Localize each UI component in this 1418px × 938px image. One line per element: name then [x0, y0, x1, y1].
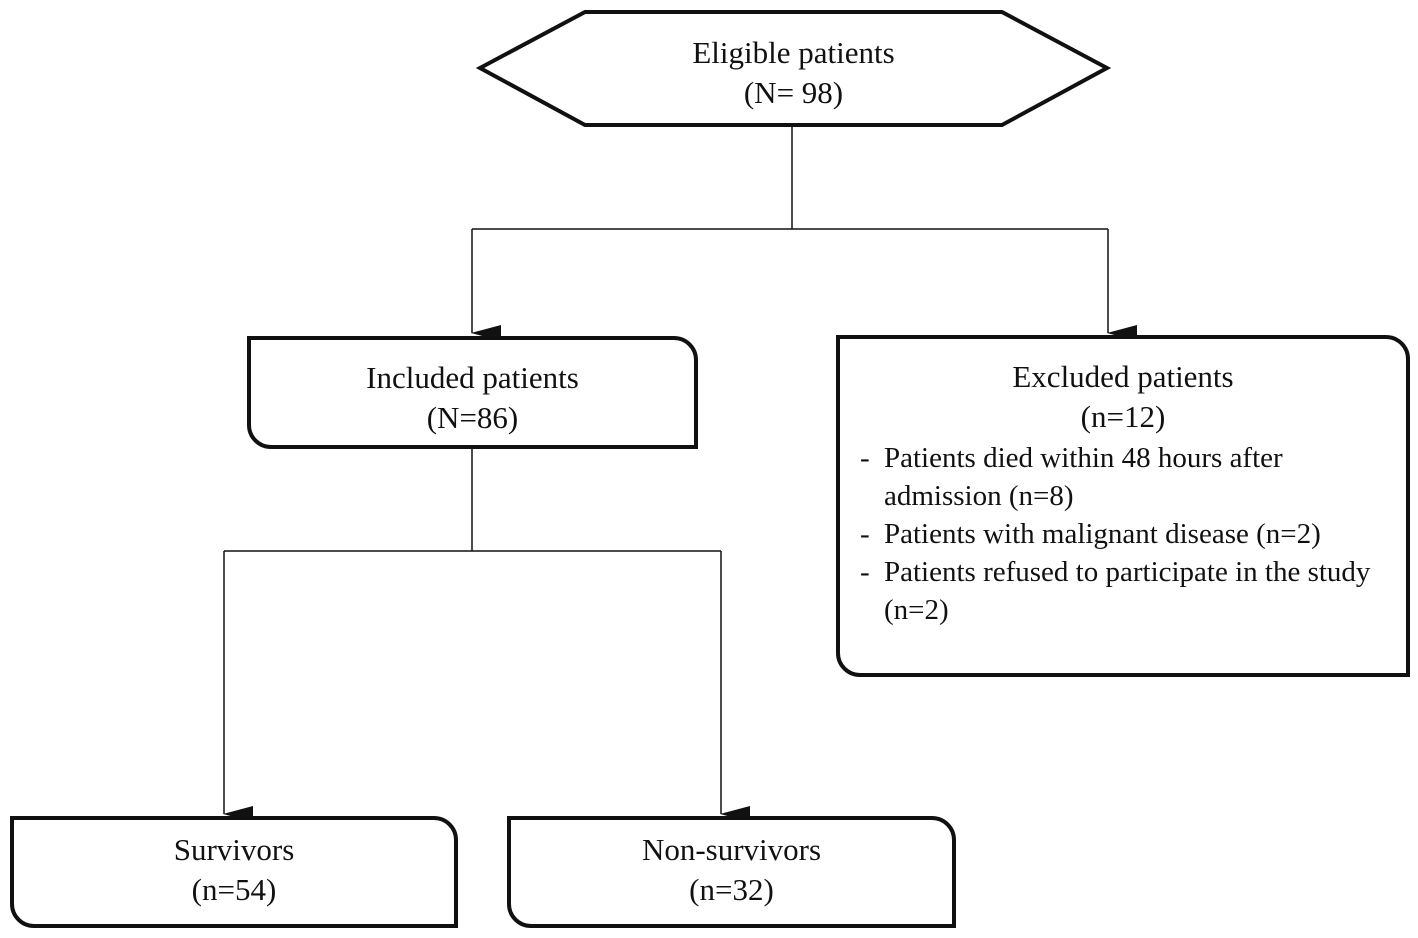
eligible-hexagon	[475, 10, 1112, 127]
included-box: Included patients (N=86)	[247, 336, 698, 449]
reason-bullet: -	[860, 442, 870, 474]
excluded-box: Excluded patients (n=12) - Patients died…	[836, 335, 1410, 677]
non-survivors-count: (n=32)	[689, 872, 774, 907]
eligible-node: Eligible patients (N= 98)	[585, 33, 1002, 118]
reason-bullet: -	[860, 518, 870, 550]
excluded-count: (n=12)	[1080, 399, 1166, 434]
survivors-title: Survivors	[173, 832, 295, 867]
reason-text: Patients with malignant disease (n=2)	[884, 518, 1321, 550]
reason-text: Patients died within 48 hours after admi…	[884, 442, 1283, 512]
non-survivors-title: Non-survivors	[641, 832, 822, 867]
reason-text: Patients refused to participate in the s…	[884, 556, 1371, 626]
non-survivors-box: Non-survivors (n=32)	[507, 816, 956, 928]
exclusion-reason: - Patients refused to participate in the…	[840, 553, 1406, 629]
exclusion-reason: - Patients died within 48 hours after ad…	[840, 439, 1406, 515]
reason-bullet: -	[860, 556, 870, 588]
eligible-count: (N= 98)	[743, 75, 844, 110]
eligible-title: Eligible patients	[692, 35, 895, 70]
excluded-title: Excluded patients	[1012, 359, 1234, 394]
exclusion-reason: - Patients with malignant disease (n=2)	[840, 515, 1406, 553]
survivors-box: Survivors (n=54)	[10, 816, 458, 928]
included-count: (N=86)	[426, 400, 519, 435]
included-title: Included patients	[366, 360, 579, 395]
survivors-count: (n=54)	[191, 872, 277, 907]
